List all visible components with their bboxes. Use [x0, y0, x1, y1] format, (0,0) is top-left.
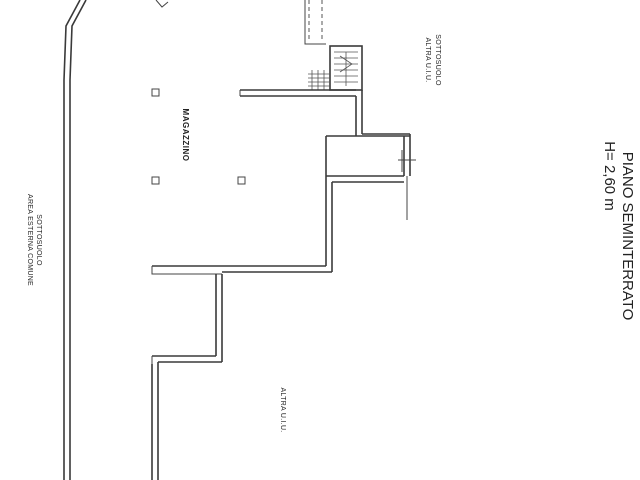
outer-area-label-line1: SOTTOSUOLO [35, 214, 42, 266]
pillars [151, 88, 246, 185]
other-unit-label: ALTRA U.I.U. [279, 387, 286, 432]
pillar [151, 176, 160, 185]
pillar [151, 88, 160, 97]
stairwell [329, 45, 363, 91]
entry-steps [308, 70, 330, 90]
room-name-label: MAGAZZINO [181, 109, 190, 162]
top-shaft-dashes [304, 0, 326, 45]
floor-title-line1: PIANO SEMINTERRATO [619, 152, 636, 321]
pillar [237, 176, 246, 185]
top-right-label-line2: ALTRA U.I.U. [424, 37, 431, 82]
floor-title-line2: H= 2,60 m [601, 141, 618, 211]
interior-walls [151, 89, 416, 480]
outer-area-label-line2: AREA ESTERNA COMUNE [26, 194, 33, 286]
top-mark [155, 0, 169, 8]
outer-boundary-wall [63, 0, 87, 480]
top-right-label-line1: SOTTOSUOLO [434, 34, 441, 86]
